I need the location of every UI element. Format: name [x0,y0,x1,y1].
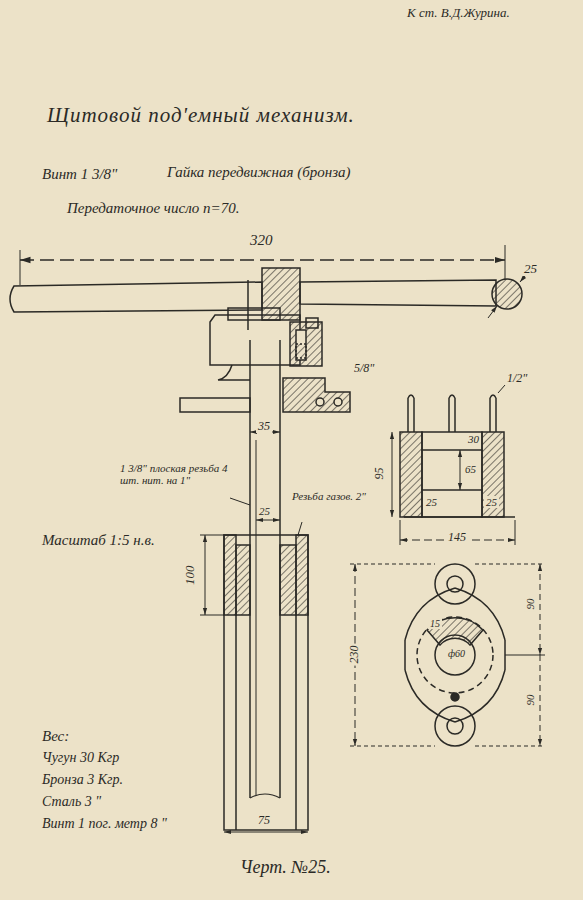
dimension: 25 [484,496,499,508]
dimension: 25 [424,496,439,508]
dimension: 320 [248,232,275,249]
dimension: ф60 [446,648,467,659]
dimension: 95 [373,466,386,482]
dimension: 25 [257,505,272,517]
dimension: 15 [428,618,442,629]
dimension: 25 [522,262,539,276]
weight-item: Чугун 30 Кгр [40,750,121,765]
drawing-title: Щитовой под'емный механизм. [45,104,357,127]
dimension: 1/2" [505,372,529,385]
weight-heading: Вес: [40,728,71,745]
dimension: 100 [183,563,197,587]
weight-item: Бронза 3 Кгр. [40,772,125,787]
dimension: 35 [256,420,272,433]
dimension: 75 [256,814,272,827]
dimension: 90 [524,597,536,612]
dimension: 230 [348,644,361,666]
dimension: 5/8" [352,362,376,375]
dimension: 65 [463,463,478,475]
dimension: 30 [466,433,481,445]
thread-note: 1 3/8" плоская резьба 4 шт. нит. на 1" [118,462,242,486]
nut-spec: Гайка передвижная (бронза) [165,164,353,181]
gear-ratio: Передаточное число n=70. [65,200,241,217]
scale-note: Масштаб 1:5 н.в. [40,532,157,549]
weight-item: Винт 1 пог. метр 8 " [40,816,169,831]
weight-item: Сталь 3 " [40,794,103,809]
thread-note: Резьба газов. 2" [290,490,374,502]
dimension: 145 [446,531,468,544]
dimension: 90 [524,693,536,708]
screw-spec: Винт 1 3/8" [40,166,119,183]
drawing-number: Черт. №25. [238,858,333,878]
author-note: К ст. В.Д.Журина. [405,6,512,20]
